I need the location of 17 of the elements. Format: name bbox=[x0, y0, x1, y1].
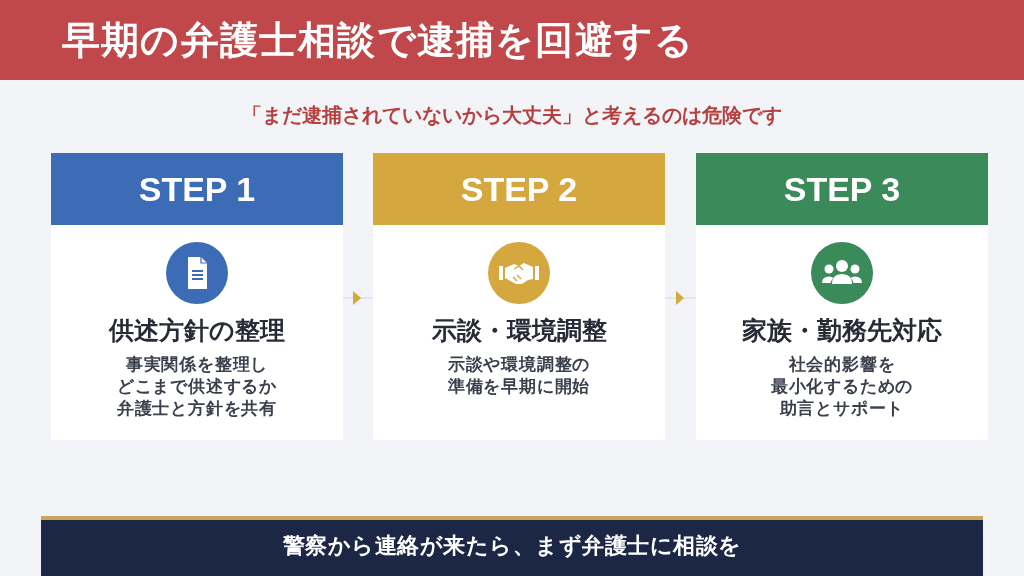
step-description: 事実関係を整理しどこまで供述するか弁護士と方針を共有 bbox=[116, 354, 278, 420]
step-header: STEP 2 bbox=[373, 153, 665, 225]
step-title: 示談・環境調整 bbox=[431, 315, 607, 345]
step-card bbox=[51, 153, 343, 440]
step-card bbox=[373, 153, 665, 440]
step-card bbox=[696, 153, 988, 440]
step-title: 供述方針の整理 bbox=[109, 315, 285, 345]
step-header: STEP 3 bbox=[696, 153, 988, 225]
page-title: 早期の弁護士相談で逮捕を回避する bbox=[62, 18, 695, 63]
notice-banner: 警察から連絡が来たら、まず弁護士に相談を bbox=[41, 516, 983, 576]
subtitle: 「まだ逮捕されていないから大丈夫」と考えるのは危険です bbox=[242, 103, 782, 127]
step-title: 家族・勤務先対応 bbox=[742, 315, 942, 345]
arrow bbox=[664, 291, 697, 305]
step-header: STEP 1 bbox=[51, 153, 343, 225]
step-description: 示談や環境調整の準備を早期に開始 bbox=[447, 354, 591, 398]
step-description: 社会的影響を最小化するための助言とサポート bbox=[770, 354, 914, 420]
arrow bbox=[342, 291, 374, 305]
